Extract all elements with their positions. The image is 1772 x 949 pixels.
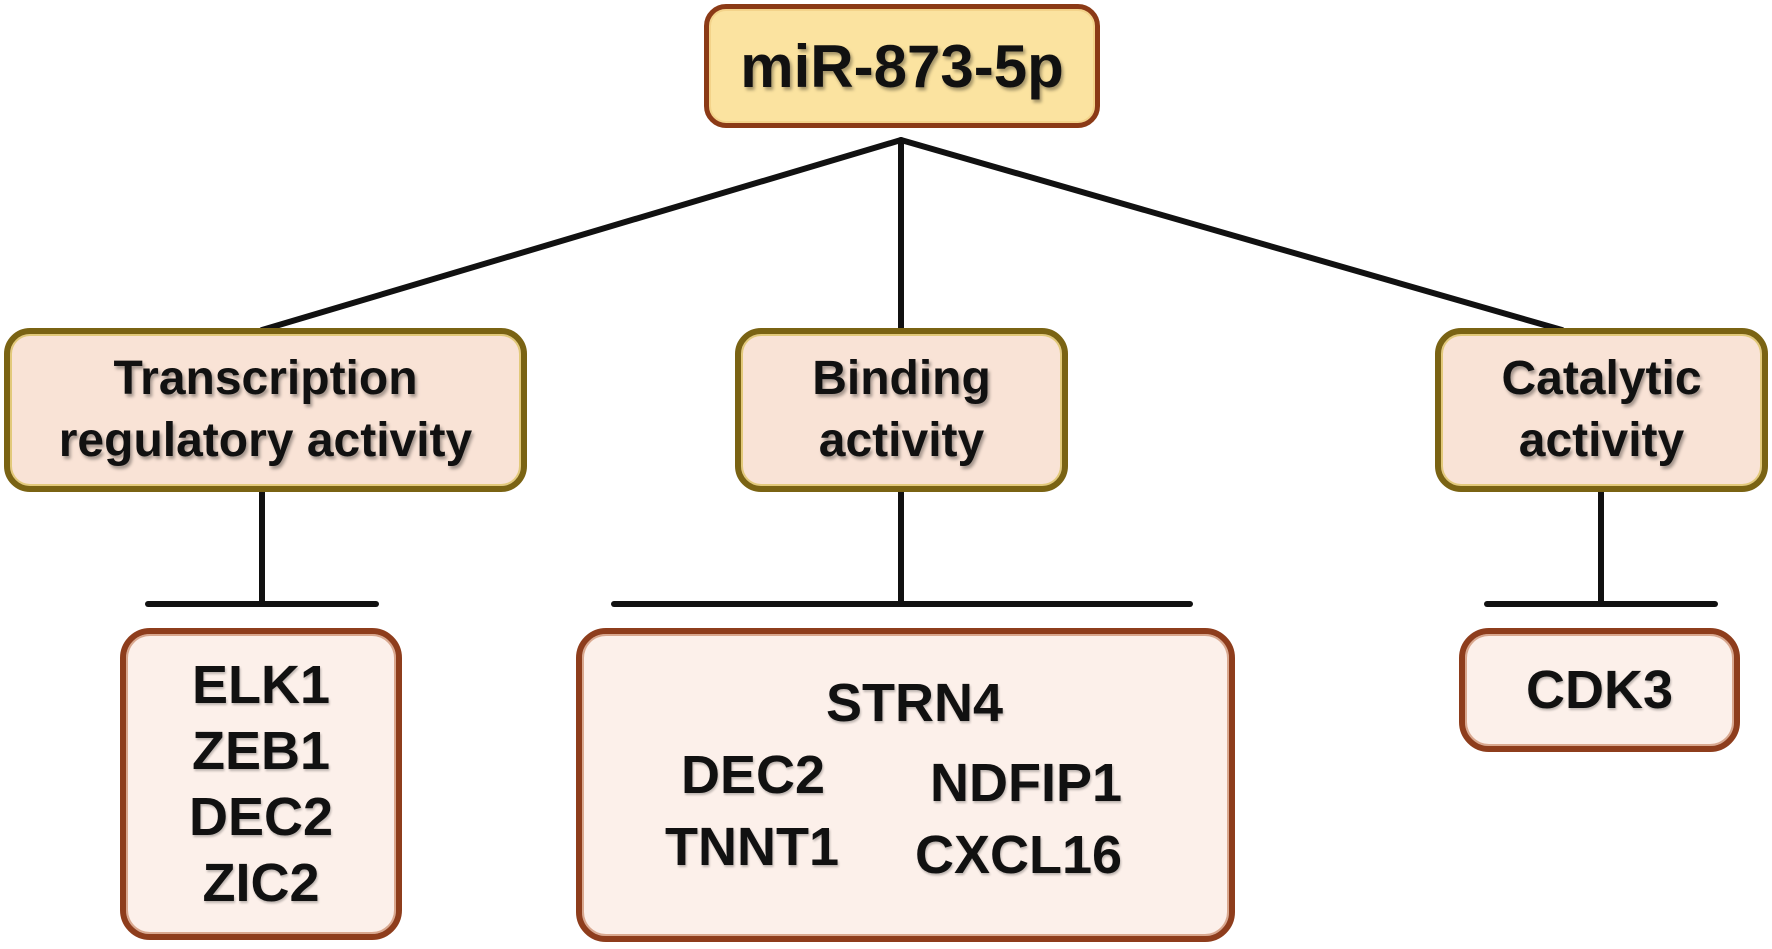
category-label-line-1: Catalytic bbox=[1501, 352, 1702, 405]
gene-label: CDK3 bbox=[1525, 660, 1674, 720]
root-node-box: miR-873-5p bbox=[704, 4, 1100, 128]
category-label-line-2: regulatory activity bbox=[58, 414, 473, 467]
gene-box-binding: STRN4 DEC2 NDFIP1 TNNT1 CXCL16 bbox=[576, 628, 1235, 942]
gene-label: ZEB1 bbox=[191, 721, 331, 781]
root-to-transcription-line bbox=[259, 137, 904, 333]
root-to-catalytic-line bbox=[898, 137, 1565, 333]
gene-label: DEC2 bbox=[681, 745, 826, 805]
gene-label: STRN4 bbox=[826, 673, 1004, 733]
category-label-line-2: activity bbox=[1518, 414, 1685, 467]
gene-box-catalytic: CDK3 bbox=[1459, 628, 1740, 752]
gene-label: TNNT1 bbox=[665, 817, 839, 877]
root-node-label: miR-873-5p bbox=[740, 32, 1064, 100]
gene-label: DEC2 bbox=[188, 787, 334, 847]
gene-label: NDFIP1 bbox=[930, 753, 1123, 813]
gene-label: ZIC2 bbox=[202, 853, 320, 913]
category-box-catalytic: Catalytic activity bbox=[1435, 328, 1768, 492]
category-box-transcription: Transcription regulatory activity bbox=[4, 328, 527, 492]
category-label-line-1: Binding bbox=[812, 352, 991, 405]
category-label-line-1: Transcription bbox=[113, 352, 418, 405]
category-label-line-2: activity bbox=[818, 414, 985, 467]
gene-box-transcription: ELK1 ZEB1 DEC2 ZIC2 bbox=[120, 628, 402, 940]
gene-label: CXCL16 bbox=[915, 825, 1123, 885]
gene-label: ELK1 bbox=[191, 655, 331, 715]
category-box-binding: Binding activity bbox=[735, 328, 1068, 492]
